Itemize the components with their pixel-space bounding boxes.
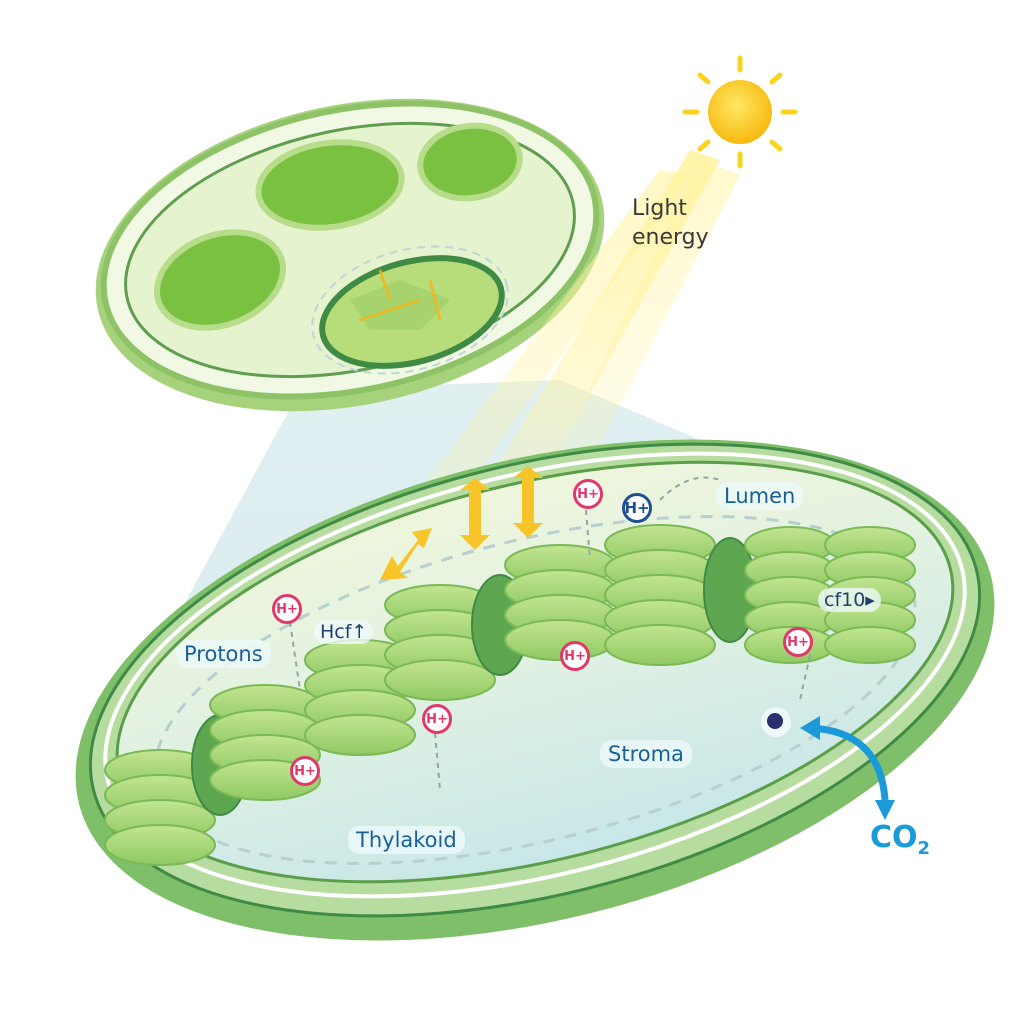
chloroplast-3 [417,122,523,202]
co2-subscript: 2 [917,838,931,859]
molecule-icon [761,707,791,737]
proton-marker: H+ [272,594,302,624]
double-arrow-icon [380,466,543,580]
light-label-line2: energy [632,225,709,250]
sun-icon [682,55,798,169]
co2-label: CO2 [870,820,930,859]
proton-marker: H+ [560,641,590,671]
thylakoid-label: Thylakoid [348,826,465,854]
chloroplast-2 [255,139,405,231]
protons-label: Protons [176,640,271,668]
proton-marker: H+ [783,627,813,657]
hcf-label-right: cf10▸ [818,588,881,612]
plant-cell [95,98,605,412]
chloroplast-1 [154,229,286,331]
proton-marker: H+ [290,756,320,786]
thylakoid-stacks [104,524,916,866]
granum [104,749,216,866]
co2-text: CO [870,820,918,855]
lumen-label: Lumen [716,482,804,510]
light-label-line1: Light [632,196,687,221]
light-beams [390,150,740,540]
proton-marker-blue: H+ [622,493,652,523]
co2-arrow-icon [800,716,895,820]
proton-marker: H+ [573,479,603,509]
hcf-label-left: Hcf↑ [314,620,374,644]
light-energy-label: Light energy [632,194,709,252]
proton-marker: H+ [422,704,452,734]
stroma-label: Stroma [600,740,692,768]
